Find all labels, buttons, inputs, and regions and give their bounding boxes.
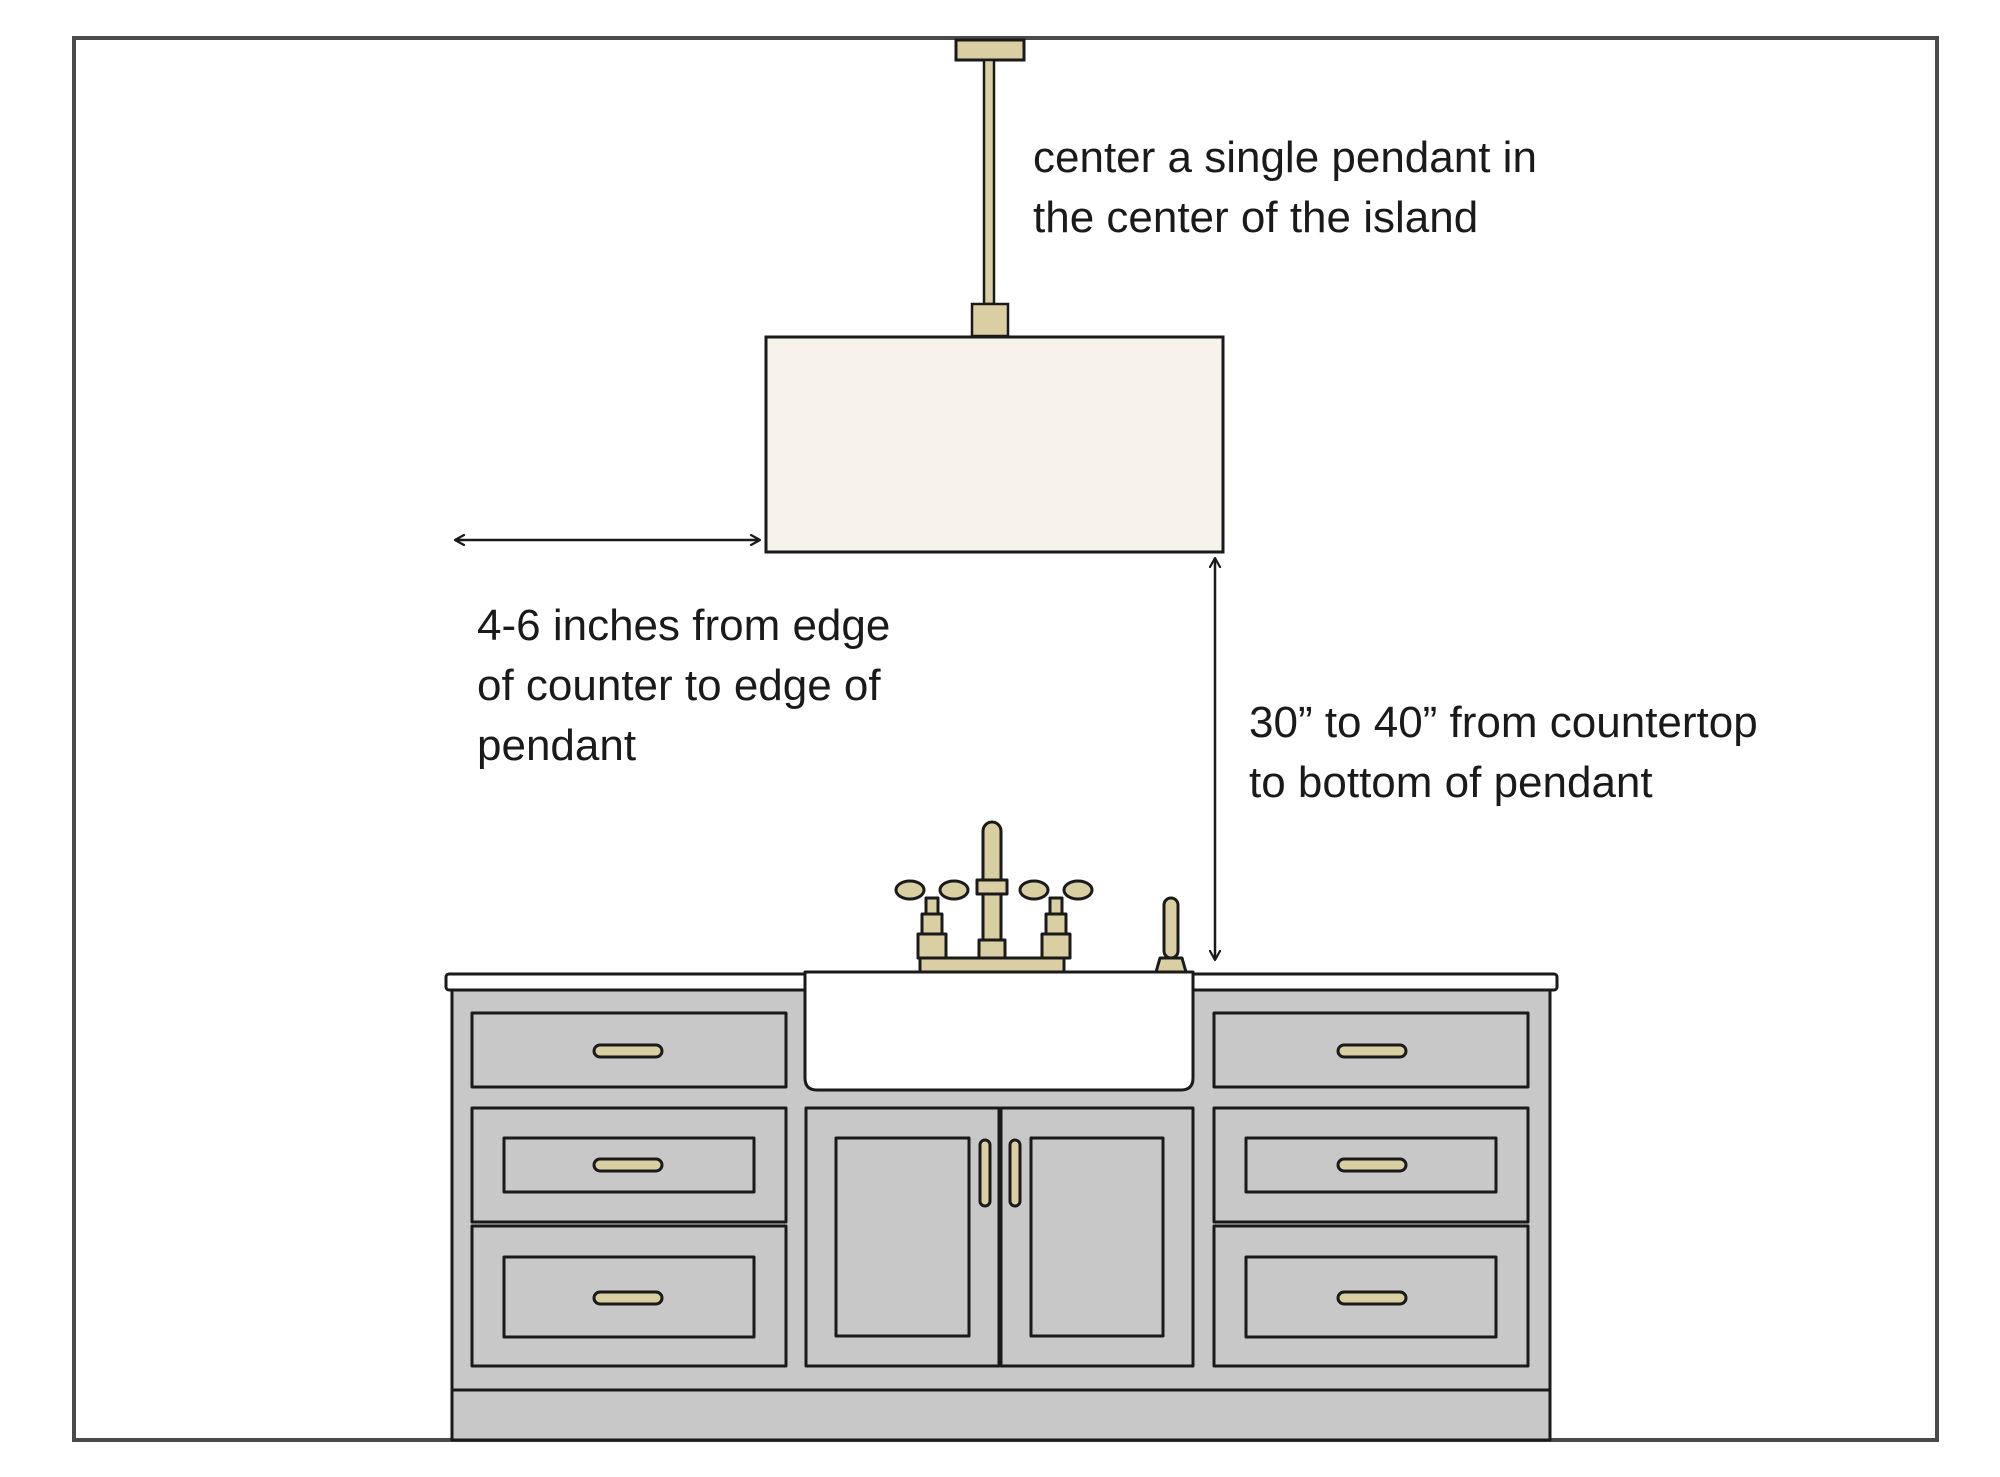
pendant-light xyxy=(764,38,1225,554)
right-middle-drawer-panel xyxy=(1244,1136,1498,1194)
right-door-pull xyxy=(1008,1138,1022,1208)
pendant-shade xyxy=(764,335,1225,554)
left-middle-drawer-pull xyxy=(592,1157,664,1173)
left-center-door-panel xyxy=(834,1136,971,1338)
edge-note: 4-6 inches from edge of counter to edge … xyxy=(477,601,903,770)
farmhouse-sink xyxy=(803,970,1195,1092)
center-note: center a single pendant in the center of… xyxy=(1033,133,1549,242)
faucet xyxy=(894,820,1188,974)
pendant-socket xyxy=(970,302,1010,338)
right-top-drawer xyxy=(1212,1011,1530,1089)
height-note: 30” to 40” from countertop to bottom of … xyxy=(1249,698,1770,807)
left-top-drawer-pull xyxy=(592,1043,664,1059)
left-handle-body xyxy=(920,912,944,936)
right-handle-lever-a xyxy=(1018,879,1050,901)
kitchen-island xyxy=(444,970,1559,1442)
left-handle-lever-b xyxy=(938,879,970,901)
right-handle-body xyxy=(1044,912,1068,936)
right-bottom-drawer-pull xyxy=(1336,1290,1408,1306)
pendant-rod xyxy=(982,58,996,306)
side-sprayer xyxy=(1162,896,1180,960)
right-top-drawer-pull xyxy=(1336,1043,1408,1059)
left-handle-base xyxy=(916,932,948,960)
center-note-line-2: the center of the island xyxy=(1033,193,1478,242)
height-note-line-2: to bottom of pendant xyxy=(1249,758,1653,807)
height-note-line-1: 30” to 40” from countertop xyxy=(1249,698,1758,747)
faucet-base-plate xyxy=(918,956,1066,974)
ceiling-canopy xyxy=(954,38,1026,62)
center-note-line-1: center a single pendant in xyxy=(1033,133,1537,182)
faucet-spout-ring xyxy=(975,878,1009,896)
left-door-pull xyxy=(978,1138,992,1208)
faucet-spout-collar xyxy=(977,938,1007,960)
left-bottom-drawer-pull xyxy=(592,1290,664,1306)
right-handle-base xyxy=(1040,932,1072,960)
edge-note-line-3: pendant xyxy=(477,721,636,770)
right-handle-lever-b xyxy=(1062,879,1094,901)
edge-note-line-1: 4-6 inches from edge xyxy=(477,601,890,650)
right-handle-stem xyxy=(1048,896,1064,916)
right-middle-drawer-pull xyxy=(1336,1157,1408,1173)
side-sprayer-base xyxy=(1154,956,1188,974)
edge-note-line-2: of counter to edge of xyxy=(477,661,881,710)
right-center-door-panel xyxy=(1029,1136,1165,1338)
left-handle-lever-a xyxy=(894,879,926,901)
left-handle-stem xyxy=(924,896,940,916)
